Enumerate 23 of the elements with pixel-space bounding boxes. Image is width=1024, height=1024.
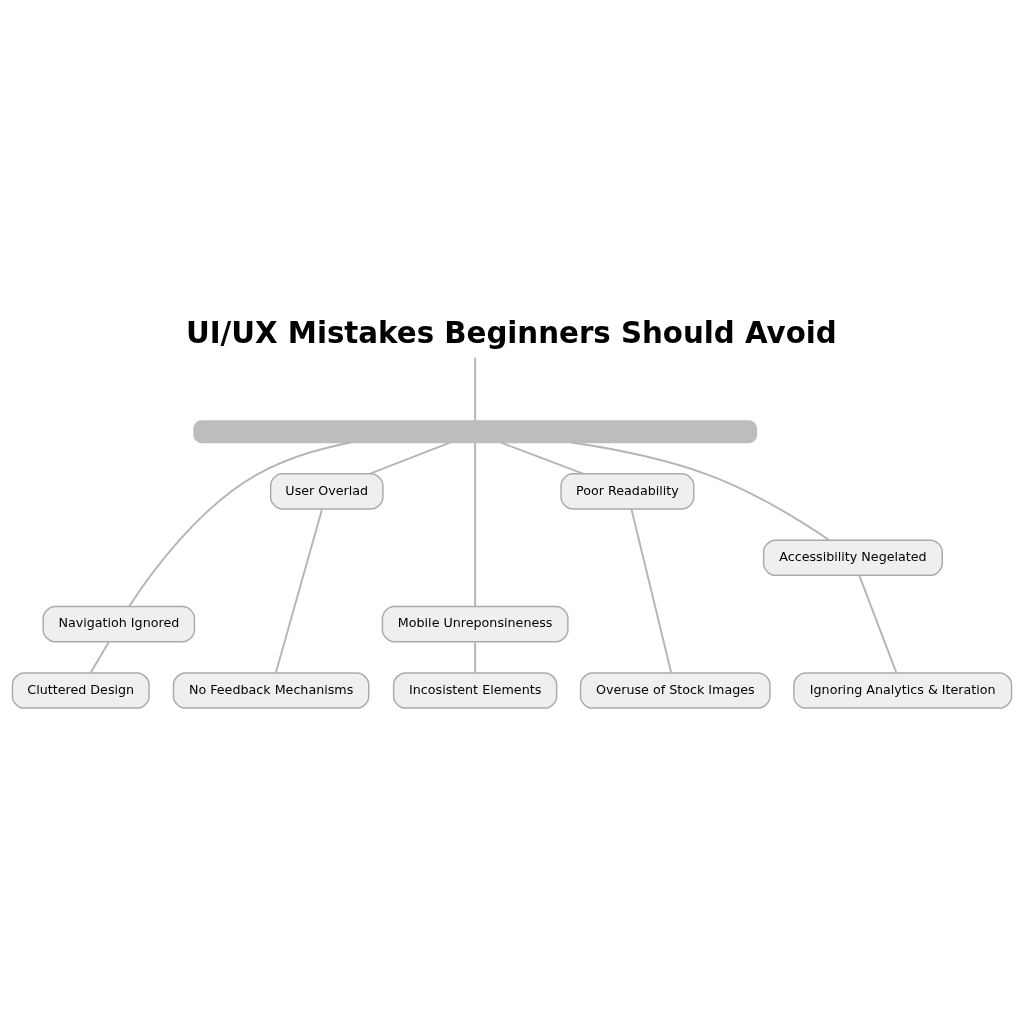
node-box: Ignoring Analytics & Iteration [793,671,1013,709]
connector [474,356,477,422]
connector [89,640,110,673]
connector [128,441,352,607]
connector [274,507,323,674]
connector [630,507,673,674]
node-box: Mobile Unreponsineness [381,605,569,642]
node-box: Poor Readability [560,472,695,510]
diagram-title: UI/UX Mistakes Beginners Should Avoid [185,315,837,350]
connector [474,640,477,673]
connector [858,574,898,674]
connector [474,441,477,607]
node-bar [193,419,758,443]
node-box: Overuse of Stock Images [579,671,771,709]
node-box: Accessibility Negelated [762,538,943,576]
node-box: Cluttered Design [11,671,150,709]
node-box: No Feedback Mechanisms [172,671,370,709]
connector [368,441,451,475]
connector [500,441,585,475]
connector [570,441,831,541]
node-box: Navigatioh Ignored [42,605,196,642]
node-box: Incosistent Elements [392,671,558,709]
node-box: User Overlad [269,472,384,510]
